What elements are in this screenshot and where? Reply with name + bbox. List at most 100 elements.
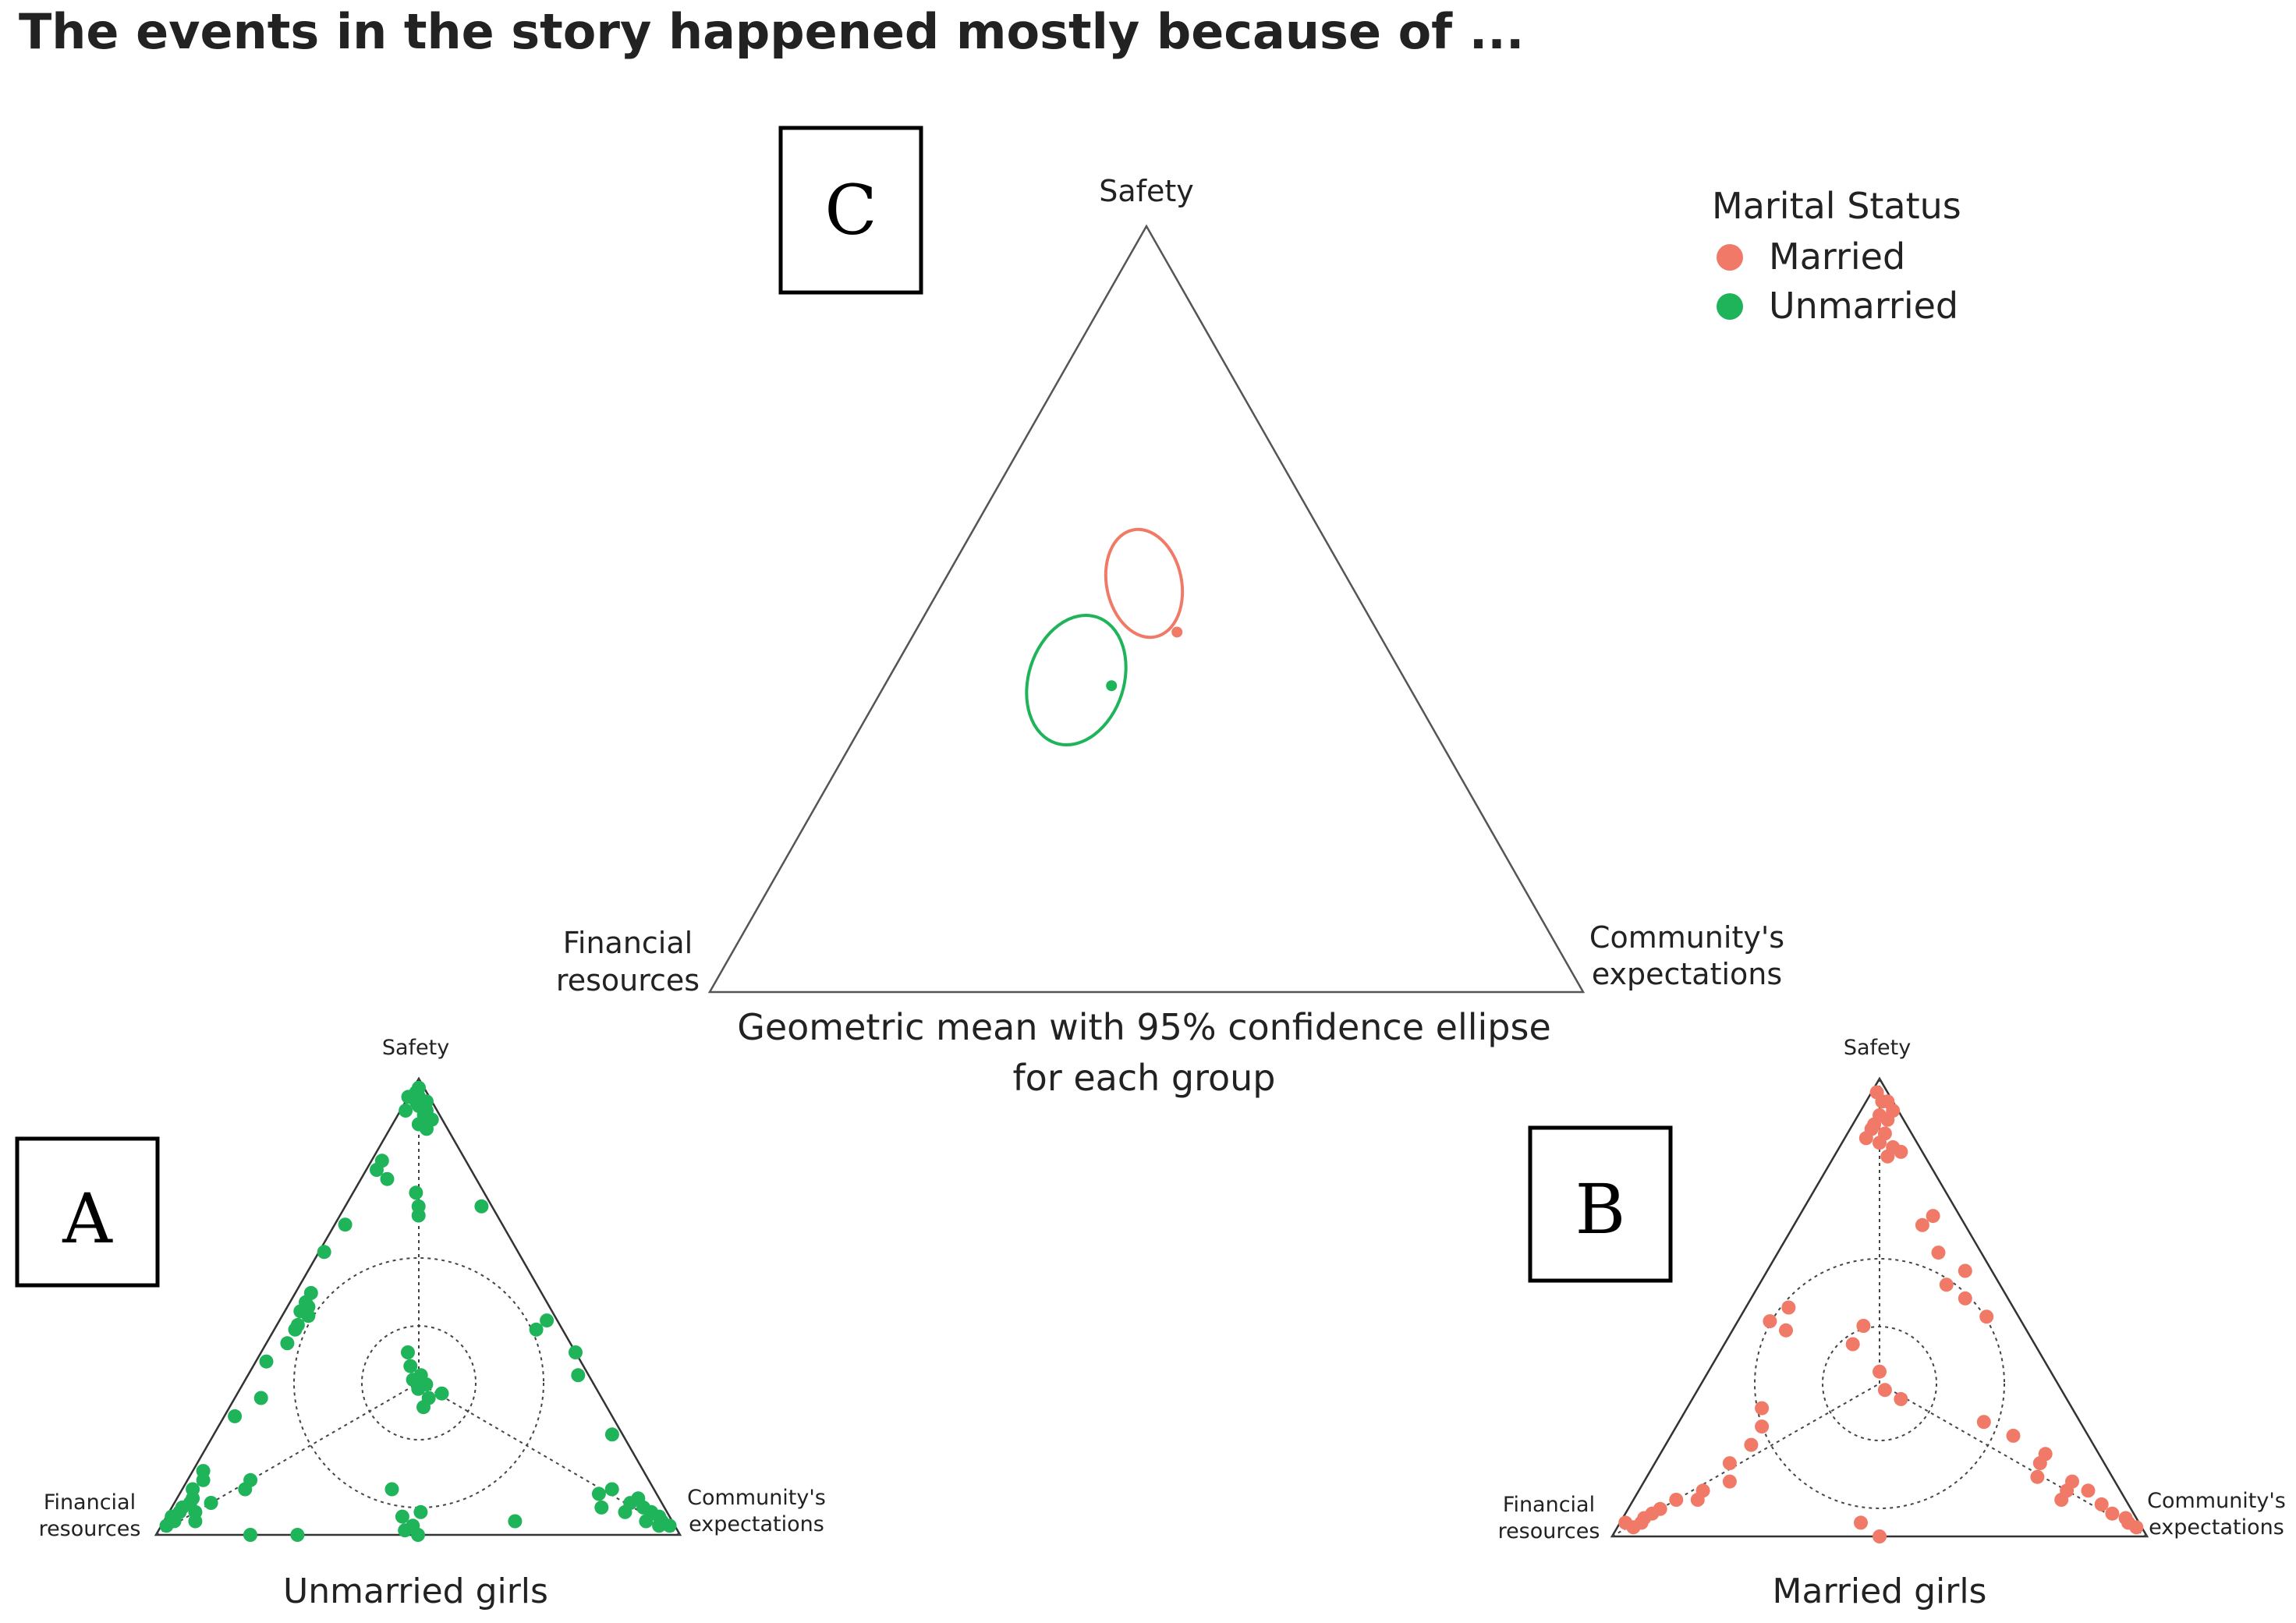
married-point-33 <box>1722 1456 1737 1471</box>
married-point-26 <box>1845 1337 1860 1352</box>
panel-b-outer-circle <box>1754 1258 2005 1509</box>
unmarried-point-83 <box>384 1482 399 1497</box>
panel-a-inner-circle <box>361 1325 477 1441</box>
figure-title: The events in the story happened mostly … <box>19 3 1524 60</box>
unmarried-point-61 <box>188 1514 203 1529</box>
unmarried-point-81 <box>395 1509 409 1524</box>
panel-a-letter-box <box>15 1136 160 1288</box>
unmarried-point-13 <box>399 1104 413 1118</box>
married-point-15 <box>1926 1209 1940 1224</box>
panel-b-points <box>1618 1085 2144 1543</box>
married-point-59 <box>1854 1515 1868 1530</box>
married-point-23 <box>1763 1314 1777 1329</box>
panel-c-vertex-community-2: expectations <box>1592 957 1782 991</box>
married-point-52 <box>2054 1493 2069 1507</box>
unmarried-point-38 <box>401 1345 415 1359</box>
unmarried-point-82 <box>508 1514 523 1529</box>
unmarried-point-33 <box>228 1409 243 1423</box>
panel-c-caption-line-1: Geometric mean with 95% confidence ellip… <box>737 1006 1551 1048</box>
married-point-9 <box>1858 1131 1873 1146</box>
panel-a-guides <box>155 1079 681 1536</box>
panel-c-vertex-community-1: Community's <box>1589 920 1784 955</box>
unmarried-point-32 <box>253 1391 268 1405</box>
unmarried-confidence-ellipse <box>1025 613 1128 747</box>
legend-married-label: Married <box>1769 236 1905 278</box>
unmarried-point-58 <box>204 1496 218 1510</box>
unmarried-point-60 <box>243 1472 258 1487</box>
married-point-58 <box>1873 1529 1887 1543</box>
unmarried-point-77 <box>290 1528 305 1542</box>
married-point-54 <box>2105 1506 2120 1521</box>
panel-a-vertex-safety: Safety <box>382 1036 449 1060</box>
married-point-53 <box>2094 1497 2109 1511</box>
panel-a-vertex-community-2: expectations <box>689 1512 824 1536</box>
panel-b-vertex-community-2: expectations <box>2149 1515 2284 1540</box>
panel-a-vertex-financial-2: resources <box>39 1517 141 1541</box>
unmarried-point-70 <box>639 1514 654 1529</box>
married-point-18 <box>1958 1263 1972 1278</box>
unmarried-point-19 <box>411 1208 426 1223</box>
legend-married-swatch <box>1717 244 1743 271</box>
legend-title: Marital Status <box>1712 185 1961 227</box>
panel-a-vertex-financial-1: Financial <box>44 1490 136 1515</box>
unmarried-point-72 <box>594 1500 609 1515</box>
panel-c-vertex-safety: Safety <box>1099 174 1194 208</box>
married-point-45 <box>2006 1428 2021 1443</box>
panel-a-letter: A <box>62 1178 113 1259</box>
unmarried-point-29 <box>288 1322 303 1337</box>
married-point-32 <box>1744 1437 1759 1452</box>
married-point-44 <box>1976 1415 1991 1430</box>
panel-a-points <box>159 1080 677 1542</box>
panel-a-caption: Unmarried girls <box>283 1572 548 1611</box>
married-point-19 <box>1939 1277 1954 1292</box>
unmarried-point-31 <box>259 1354 274 1369</box>
married-point-27 <box>1873 1364 1887 1379</box>
married-point-20 <box>1958 1291 1972 1306</box>
unmarried-point-17 <box>409 1185 423 1200</box>
unmarried-point-43 <box>411 1381 426 1396</box>
unmarried-point-76 <box>243 1528 257 1542</box>
married-point-24 <box>1779 1323 1793 1338</box>
unmarried-point-34 <box>540 1313 555 1328</box>
unmarried-point-37 <box>571 1368 586 1383</box>
unmarried-point-12 <box>401 1090 416 1104</box>
unmarried-point-48 <box>196 1472 211 1487</box>
unmarried-point-65 <box>662 1518 677 1533</box>
panel-b-vertex-financial-2: resources <box>1498 1519 1600 1543</box>
married-point-48 <box>2030 1469 2045 1484</box>
unmarried-point-16 <box>380 1171 395 1186</box>
married-point-13 <box>1880 1149 1895 1164</box>
married-point-28 <box>1877 1383 1892 1398</box>
married-point-5 <box>1880 1112 1895 1127</box>
unmarried-point-11 <box>420 1122 434 1136</box>
married-point-34 <box>1722 1474 1737 1489</box>
unmarried-point-56 <box>159 1518 174 1533</box>
panel-c: C Safety Financial resources Community's… <box>556 126 1784 1099</box>
panel-b-caption: Married girls <box>1773 1572 1987 1611</box>
unmarried-point-15 <box>370 1163 384 1177</box>
married-point-21 <box>1979 1309 1994 1324</box>
unmarried-point-71 <box>618 1504 632 1519</box>
unmarried-point-20 <box>474 1199 489 1214</box>
unmarried-point-35 <box>529 1322 544 1337</box>
panel-b: B Safety Financial resources Community's… <box>1498 1036 2286 1611</box>
unmarried-geometric-mean-point <box>1106 680 1118 692</box>
panel-c-vertex-financial-2: resources <box>556 963 700 998</box>
panel-b-vertex-financial-1: Financial <box>1503 1493 1595 1517</box>
married-point-16 <box>1915 1217 1929 1232</box>
married-point-31 <box>1755 1419 1770 1434</box>
married-point-17 <box>1931 1246 1946 1260</box>
unmarried-point-44 <box>434 1386 449 1401</box>
panel-c-triangle <box>707 224 1586 994</box>
unmarried-point-69 <box>652 1518 667 1533</box>
married-point-14 <box>1880 1094 1895 1109</box>
unmarried-point-80 <box>411 1528 425 1542</box>
married-point-47 <box>2032 1456 2047 1471</box>
unmarried-point-27 <box>301 1309 316 1324</box>
legend-unmarried-swatch <box>1717 293 1743 320</box>
married-point-42 <box>1618 1515 1633 1530</box>
married-confidence-ellipse <box>1104 527 1185 640</box>
married-point-12 <box>1894 1144 1908 1159</box>
panel-b-letter: B <box>1575 1169 1626 1249</box>
